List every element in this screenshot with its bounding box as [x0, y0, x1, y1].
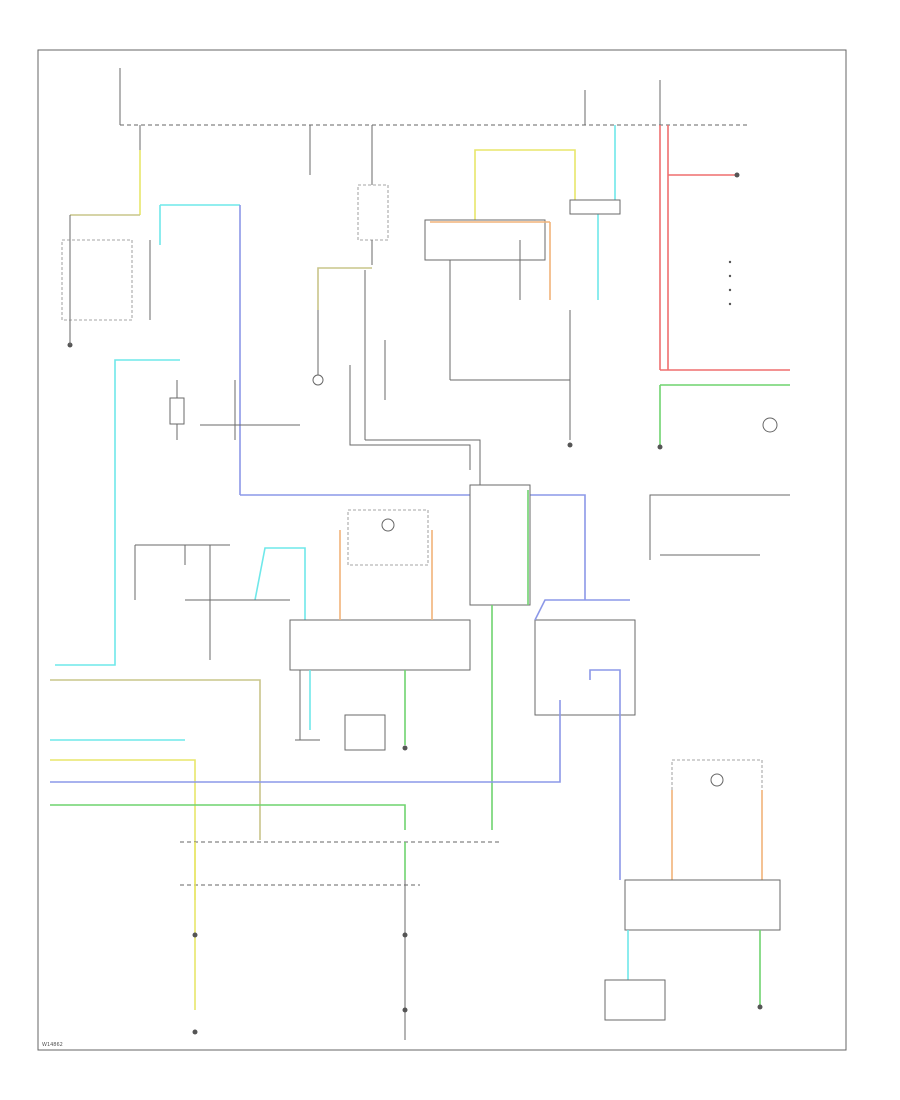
green-wire-bottom — [50, 804, 406, 830]
left-door-module-box — [61, 239, 133, 321]
yellow-wire-top — [474, 149, 576, 260]
center-module-group — [134, 380, 300, 660]
instrument-panel-cluster — [649, 494, 790, 560]
olive-wire-center — [317, 267, 372, 310]
black-wire-center — [365, 439, 481, 485]
diagram-code: W14862 — [42, 1042, 63, 1048]
passenger-sensor-top — [671, 759, 763, 881]
center-relay-box — [357, 184, 389, 241]
seat-sensor-box — [344, 714, 386, 751]
center-module — [469, 484, 531, 606]
resistor-component — [169, 397, 185, 425]
passenger-sensor-box — [604, 979, 666, 1021]
cyan-wire-left — [55, 359, 180, 666]
blue-wire-bottom — [50, 760, 561, 783]
passenger-module — [624, 879, 781, 931]
blue-wire-main — [240, 494, 586, 600]
right-lower-box — [534, 619, 636, 716]
seat-position-module — [289, 619, 471, 671]
center-switch-box — [424, 219, 546, 261]
legend — [728, 260, 732, 306]
cyan-wire-mid — [254, 547, 306, 620]
sensor-top-box — [347, 509, 429, 566]
diagram-frame — [37, 49, 847, 1051]
yellow-wire-bottom — [50, 759, 196, 900]
olive-wire-bottom — [50, 679, 261, 840]
right-connector — [569, 199, 621, 215]
left-mirror-module — [61, 125, 241, 495]
